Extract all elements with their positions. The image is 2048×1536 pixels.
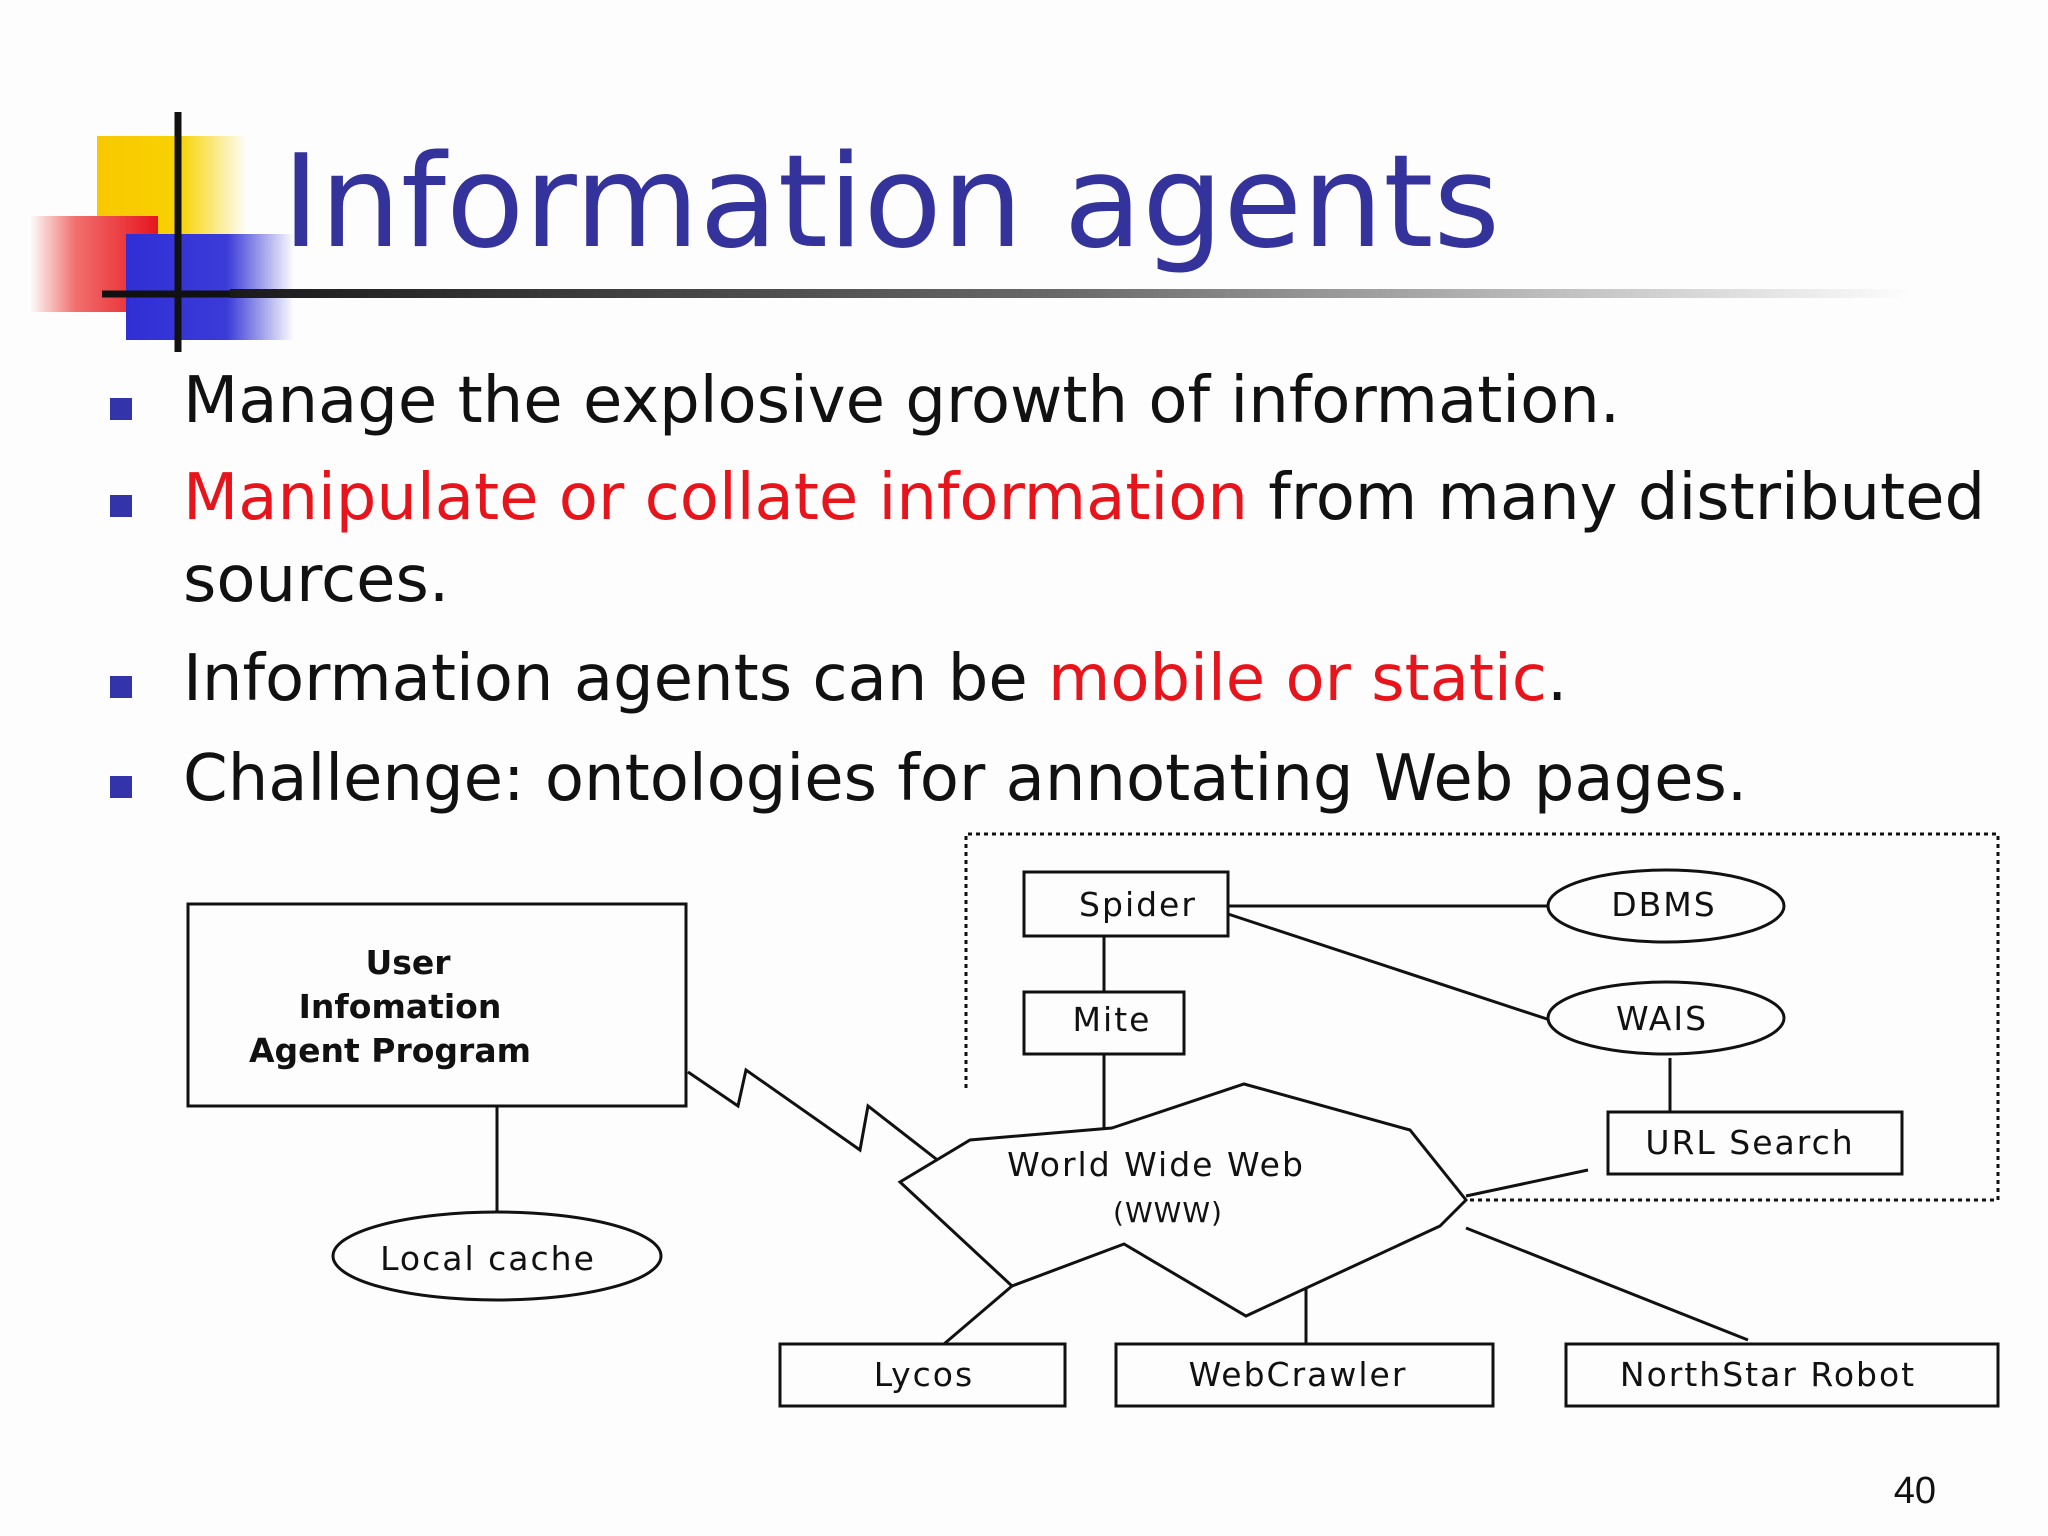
- lycos-label: Lycos: [874, 1355, 974, 1394]
- bullet-2-highlight: Manipulate or collate information: [183, 461, 1248, 535]
- bullet-3-highlight: mobile or static: [1048, 642, 1547, 716]
- bullet-2-continuation: sources.: [183, 543, 450, 617]
- url-search-box: [1606, 1110, 1904, 1176]
- northstar-box: [1564, 1342, 2000, 1408]
- northstar-label: NorthStar Robot: [1620, 1355, 1916, 1394]
- mite-box: [1022, 990, 1186, 1056]
- bullet-marker: [110, 398, 132, 420]
- network-link: [687, 1067, 941, 1164]
- user-agent-label-2: Infomation: [299, 987, 502, 1026]
- spider-label: Spider: [1079, 885, 1197, 924]
- www-label-1: World Wide Web: [1007, 1145, 1305, 1184]
- www-cloud-shape: [897, 1082, 1469, 1318]
- connector-www-lycos: [943, 1284, 1013, 1346]
- www-label-2: (WWW): [1113, 1196, 1223, 1229]
- url-search-label: URL Search: [1645, 1123, 1854, 1162]
- page-number: 40: [1893, 1470, 1936, 1512]
- bullet-list: Manage the explosive growth of informati…: [110, 358, 1985, 822]
- dbms-label: DBMS: [1611, 885, 1716, 924]
- local-cache-label: Local cache: [380, 1239, 596, 1278]
- wais-ellipse: [1546, 980, 1786, 1056]
- spider-box: [1022, 870, 1230, 938]
- bullet-2: Manipulate or collate information from m…: [183, 455, 1985, 541]
- user-agent-label-3: Agent Program: [249, 1031, 531, 1070]
- bullet-4-text: Challenge: ontologies for annotating Web…: [183, 742, 1748, 816]
- connector-spider-wais: [1227, 912, 1551, 1022]
- title-underline: [230, 289, 1910, 298]
- user-agent-label-1: User: [365, 943, 451, 982]
- mite-label: Mite: [1073, 1000, 1152, 1039]
- slide-title: Information agents: [282, 128, 1501, 277]
- connector-www-northstar: [1465, 1226, 1749, 1342]
- blue-square: [126, 234, 294, 340]
- user-agent-box: [186, 902, 688, 1108]
- bullet-3: Information agents can be mobile or stat…: [183, 636, 1567, 722]
- connector-www-url: [1465, 1168, 1589, 1198]
- bullet-marker: [110, 495, 132, 517]
- bullet-marker: [110, 676, 132, 698]
- bullet-marker: [110, 776, 132, 798]
- webcrawler-box: [1114, 1342, 1495, 1408]
- dbms-ellipse: [1546, 868, 1786, 944]
- webcrawler-label: WebCrawler: [1189, 1355, 1408, 1394]
- title-decoration: [30, 112, 1910, 352]
- wais-label: WAIS: [1616, 999, 1708, 1038]
- lycos-box: [778, 1342, 1067, 1408]
- bullet-3-text: Information agents can be: [183, 642, 1049, 716]
- group-boundary: [964, 832, 2000, 1202]
- local-cache-ellipse: [331, 1210, 663, 1302]
- bullet-2-text: from many distributed: [1247, 461, 1986, 535]
- bullet-1-text: Manage the explosive growth of informati…: [183, 364, 1621, 438]
- bullet-1: Manage the explosive growth of informati…: [183, 358, 1620, 444]
- bullet-4: Challenge: ontologies for annotating Web…: [183, 736, 1747, 822]
- bullet-3-end: .: [1546, 642, 1568, 716]
